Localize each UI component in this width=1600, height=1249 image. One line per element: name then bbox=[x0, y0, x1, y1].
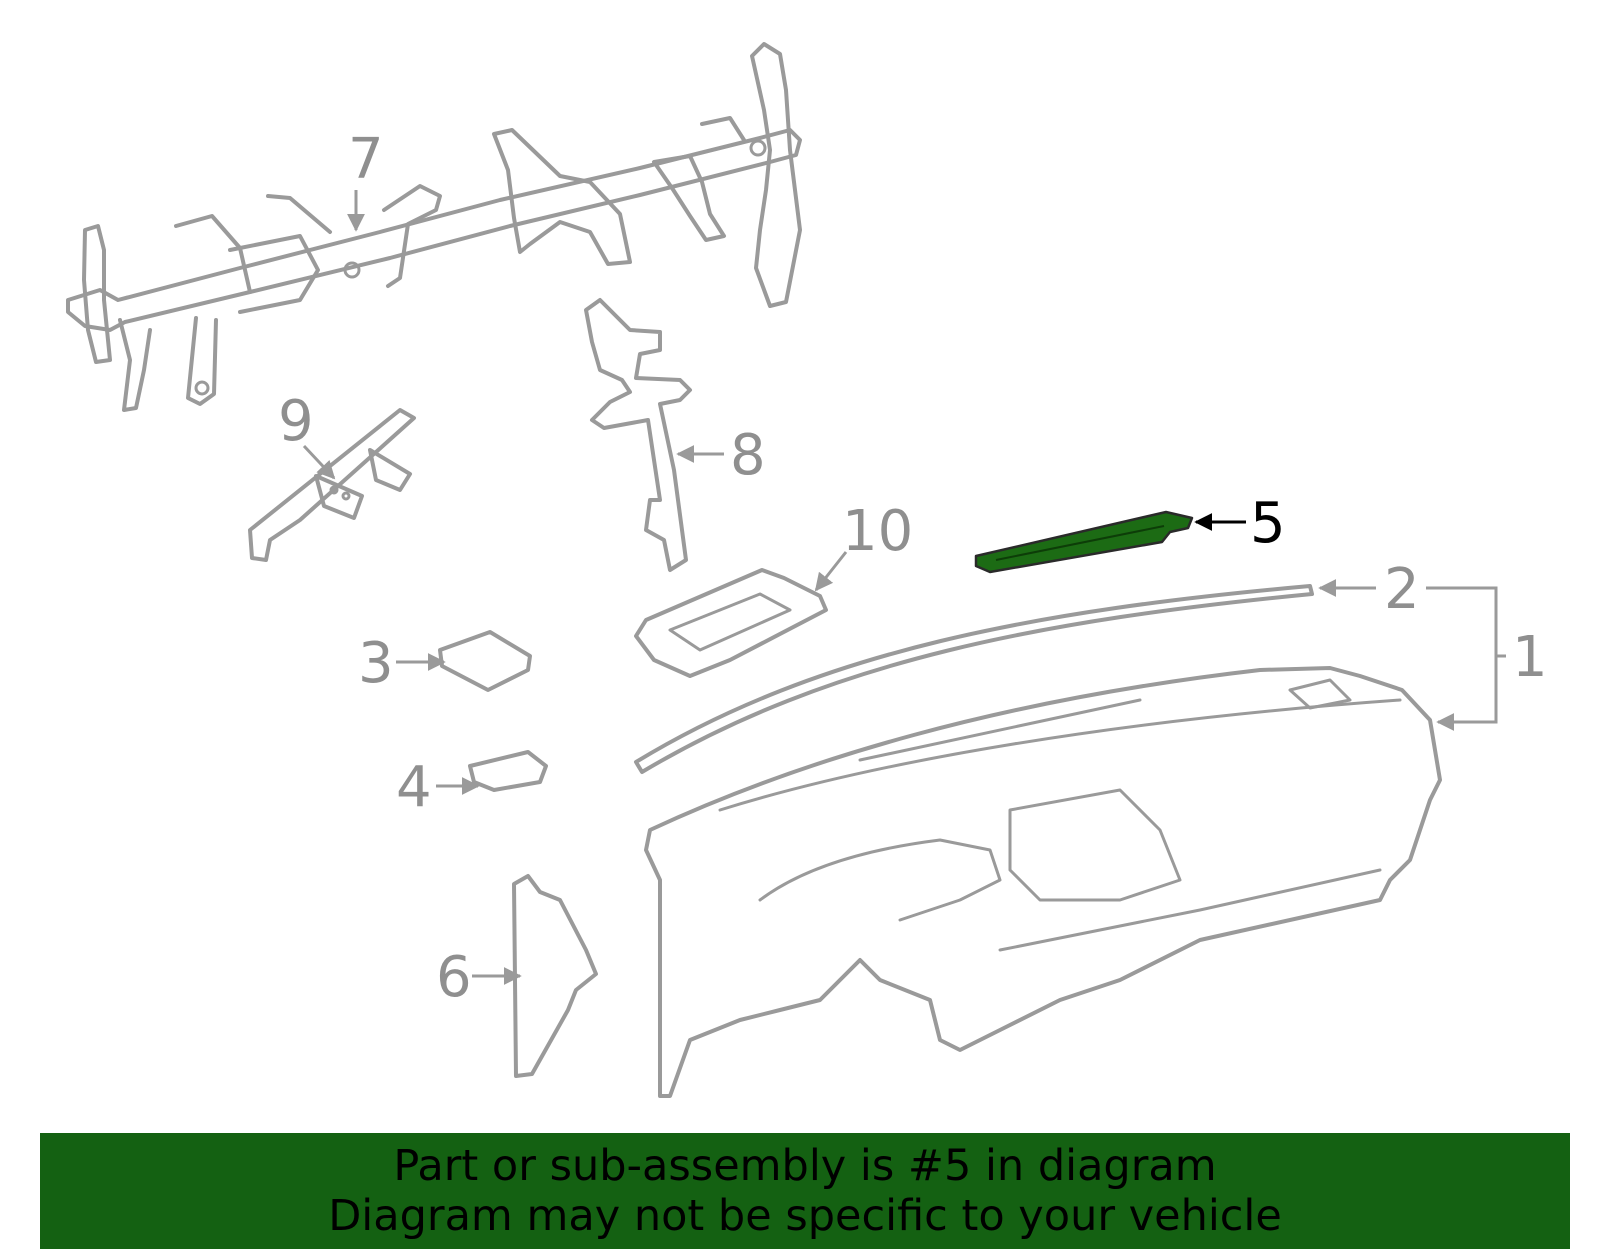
banner-line-1: Part or sub-assembly is #5 in diagram bbox=[393, 1141, 1217, 1191]
part-5-highlighted-part[interactable] bbox=[974, 510, 1194, 574]
info-banner: Part or sub-assembly is #5 in diagram Di… bbox=[40, 1133, 1570, 1249]
callout-5: 5 bbox=[1250, 491, 1286, 556]
callout-3: 3 bbox=[358, 631, 394, 696]
part-4-small-cover[interactable] bbox=[468, 750, 548, 792]
part-2-molding[interactable] bbox=[634, 584, 1314, 774]
part-8-brace[interactable] bbox=[584, 298, 692, 572]
part-9-bracket[interactable] bbox=[248, 408, 416, 562]
callout-7: 7 bbox=[348, 127, 384, 192]
callout-10: 10 bbox=[842, 499, 913, 564]
callout-9: 9 bbox=[278, 389, 314, 454]
banner-line-2: Diagram may not be specific to your vehi… bbox=[328, 1191, 1282, 1241]
leader-9 bbox=[302, 444, 336, 480]
leader-1-bracket bbox=[1426, 586, 1498, 731]
part-1-instrument-panel[interactable] bbox=[644, 666, 1442, 1098]
callout-4: 4 bbox=[396, 755, 432, 820]
part-7-reinforcement-beam[interactable] bbox=[66, 42, 802, 412]
part-6-side-panel[interactable] bbox=[512, 874, 598, 1078]
callout-1: 1 bbox=[1512, 625, 1548, 690]
part-3-cover[interactable] bbox=[438, 630, 532, 692]
callout-6: 6 bbox=[436, 945, 472, 1010]
callout-8: 8 bbox=[730, 423, 766, 488]
leader-10 bbox=[814, 551, 848, 592]
callout-2: 2 bbox=[1384, 557, 1420, 622]
part-10-compartment[interactable] bbox=[634, 568, 828, 678]
